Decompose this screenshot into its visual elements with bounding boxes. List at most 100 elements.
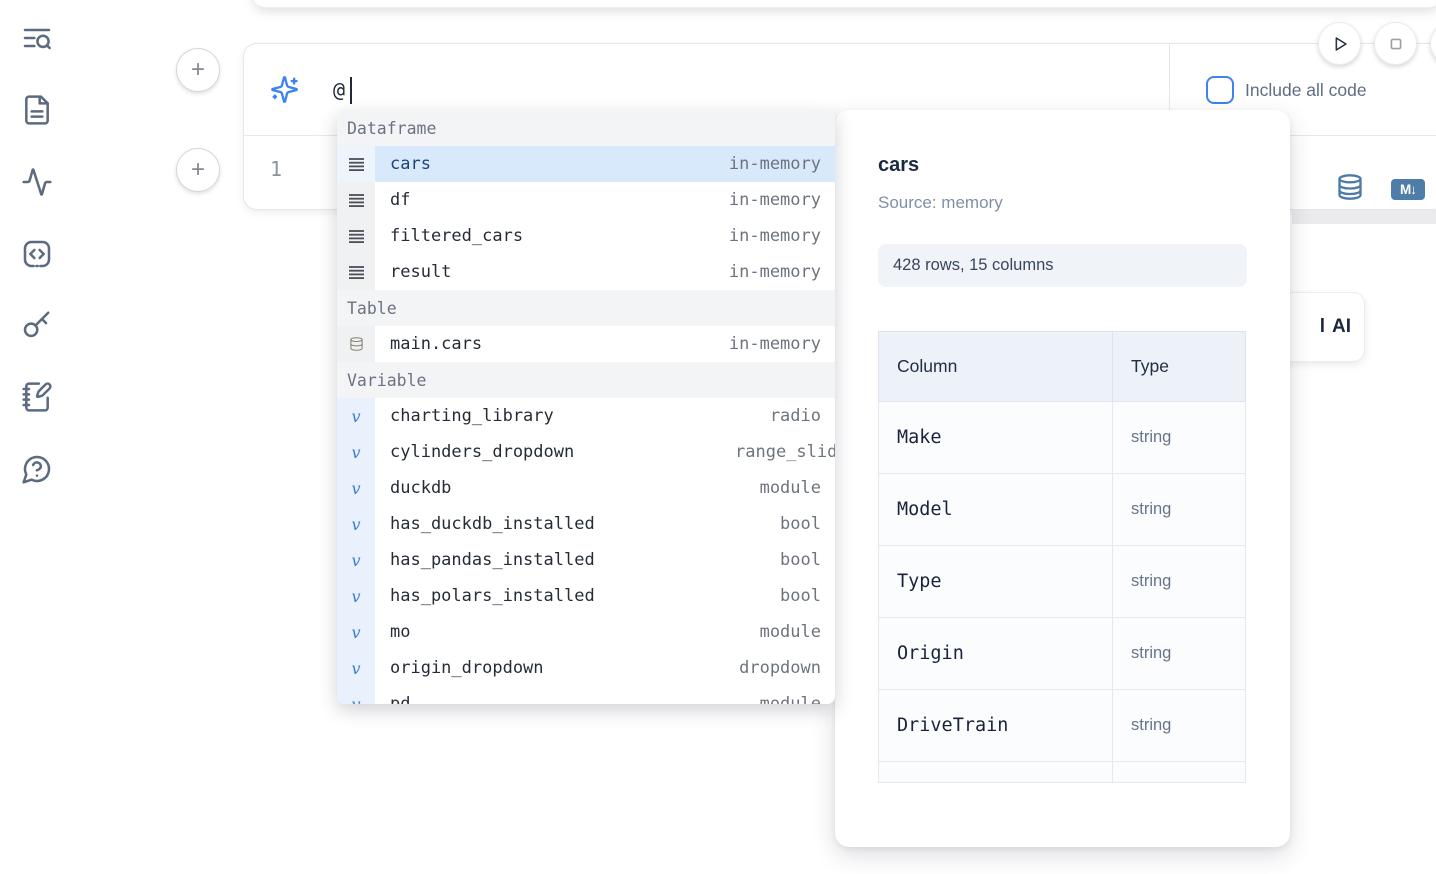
variable-icon: v xyxy=(351,407,360,426)
autocomplete-item-name: pd xyxy=(390,694,410,704)
markdown-icon[interactable]: M↓ xyxy=(1391,179,1425,200)
activity-icon[interactable] xyxy=(20,165,54,199)
autocomplete-item-type: bool xyxy=(780,550,821,570)
schema-column-type: string xyxy=(1113,474,1246,546)
variable-icon: v xyxy=(351,587,360,606)
autocomplete-item[interactable]: filtered_cars in-memory xyxy=(337,218,835,254)
previous-cell-edge xyxy=(250,0,1436,8)
list-search-icon[interactable] xyxy=(20,21,54,55)
autocomplete-section-header: Table xyxy=(337,290,835,326)
autocomplete-item-type: in-memory xyxy=(729,334,821,354)
text-cursor xyxy=(350,77,352,104)
cell-console-strip xyxy=(1292,210,1436,224)
autocomplete-dropdown: Dataframecarsin-memorydfin-memoryfiltere… xyxy=(337,110,835,704)
autocomplete-item-name: duckdb xyxy=(390,478,451,498)
schema-column-type: string xyxy=(1113,546,1246,618)
autocomplete-item-type: module xyxy=(760,694,821,704)
sidebar xyxy=(0,0,72,874)
autocomplete-item-name: result xyxy=(390,262,451,282)
prompt-text: @ xyxy=(333,75,345,105)
schema-column-header: Column xyxy=(879,332,1113,402)
autocomplete-item-name: cylinders_dropdown xyxy=(390,442,574,462)
file-document-icon[interactable] xyxy=(20,93,54,127)
autocomplete-item-type: in-memory xyxy=(729,262,821,282)
autocomplete-item[interactable]: result in-memory xyxy=(337,254,835,290)
variable-icon: v xyxy=(351,479,360,498)
preview-title: cars xyxy=(878,154,1247,177)
schema-column-name: Type xyxy=(879,546,1113,618)
dataframe-icon xyxy=(348,229,365,244)
autocomplete-item-type: in-memory xyxy=(729,226,821,246)
autocomplete-item[interactable]: dfin-memory xyxy=(337,182,835,218)
autocomplete-item-name: df xyxy=(390,190,410,210)
autocomplete-item[interactable]: v duckdb module xyxy=(337,470,835,506)
schema-column-header: Type xyxy=(1113,332,1246,402)
autocomplete-item-name: charting_library xyxy=(390,406,554,426)
add-cell-below-button[interactable]: + xyxy=(176,148,220,192)
include-all-code-label: Include all code xyxy=(1245,80,1367,101)
autocomplete-section-header: Dataframe xyxy=(337,110,835,146)
autocomplete-item-name: has_duckdb_installed xyxy=(390,514,595,534)
autocomplete-item[interactable]: main.cars in-memory xyxy=(337,326,835,362)
include-all-code-checkbox[interactable] xyxy=(1206,76,1234,104)
autocomplete-item[interactable]: v origin_dropdown dropdown xyxy=(337,650,835,686)
notebook-pen-icon[interactable] xyxy=(20,380,54,414)
autocomplete-item[interactable]: v cylinders_dropdown range_slider xyxy=(337,434,835,470)
autocomplete-item[interactable]: v has_polars_installed bool xyxy=(337,578,835,614)
autocomplete-item[interactable]: v charting_library radio xyxy=(337,398,835,434)
stop-icon xyxy=(1385,33,1407,55)
autocomplete-item-type: range_slider xyxy=(735,442,835,462)
autocomplete-item-type: bool xyxy=(780,586,821,606)
autocomplete-item-type: module xyxy=(760,622,821,642)
datasource-icon[interactable] xyxy=(1335,172,1365,204)
ai-button-clipped-text: l xyxy=(1320,316,1325,338)
schema-column-type: string xyxy=(1113,690,1246,762)
schema-column-type: string xyxy=(1113,618,1246,690)
key-icon[interactable] xyxy=(20,308,54,342)
preview-source: Source: memory xyxy=(878,193,1247,213)
autocomplete-item-name: has_pandas_installed xyxy=(390,550,595,570)
run-cell-button[interactable] xyxy=(1318,22,1361,65)
schema-column-name: Model xyxy=(879,474,1113,546)
schema-table: ColumnTypeMakestringModelstringTypestrin… xyxy=(878,331,1246,783)
autocomplete-item-name: main.cars xyxy=(390,334,482,354)
autocomplete-item-name: origin_dropdown xyxy=(390,658,544,678)
autocomplete-section-header: Variable xyxy=(337,362,835,398)
preview-stats: 428 rows, 15 columns xyxy=(878,244,1247,287)
schema-table-row: Originstring xyxy=(879,618,1246,690)
add-cell-above-button[interactable]: + xyxy=(176,48,220,92)
autocomplete-item-name: filtered_cars xyxy=(390,226,523,246)
autocomplete-item-name: has_polars_installed xyxy=(390,586,595,606)
dataframe-icon xyxy=(348,265,365,280)
variable-icon: v xyxy=(351,659,360,678)
variable-icon: v xyxy=(351,695,360,705)
autocomplete-item-type: dropdown xyxy=(739,658,821,678)
schema-table-row-partial xyxy=(879,762,1246,783)
autocomplete-item-type: bool xyxy=(780,514,821,534)
stop-button[interactable] xyxy=(1374,22,1417,65)
schema-table-wrap: ColumnTypeMakestringModelstringTypestrin… xyxy=(878,331,1247,783)
sparkles-icon xyxy=(270,75,299,104)
play-icon xyxy=(1329,33,1351,55)
autocomplete-item[interactable]: v has_duckdb_installed bool xyxy=(337,506,835,542)
schema-column-name: Origin xyxy=(879,618,1113,690)
autocomplete-item-name: cars xyxy=(390,154,431,174)
variable-icon: v xyxy=(351,443,360,462)
autocomplete-item-name: mo xyxy=(390,622,410,642)
line-number: 1 xyxy=(270,157,282,181)
autocomplete-item[interactable]: vhas_pandas_installedbool xyxy=(337,542,835,578)
autocomplete-item[interactable]: v pd module xyxy=(337,686,835,704)
autocomplete-item-type: module xyxy=(760,478,821,498)
ai-button-label: AI xyxy=(1332,316,1351,338)
schema-table-row: Makestring xyxy=(879,402,1246,474)
autocomplete-item[interactable]: carsin-memory xyxy=(337,146,835,182)
dataframe-icon xyxy=(348,193,365,208)
autocomplete-item-type: radio xyxy=(770,406,821,426)
autocomplete-item[interactable]: vmomodule xyxy=(337,614,835,650)
help-chat-icon[interactable] xyxy=(20,452,54,486)
variable-icon: v xyxy=(351,515,360,534)
dataframe-preview-panel: cars Source: memory 428 rows, 15 columns… xyxy=(835,110,1290,847)
code-snippet-icon[interactable] xyxy=(20,237,54,271)
schema-table-row: Typestring xyxy=(879,546,1246,618)
